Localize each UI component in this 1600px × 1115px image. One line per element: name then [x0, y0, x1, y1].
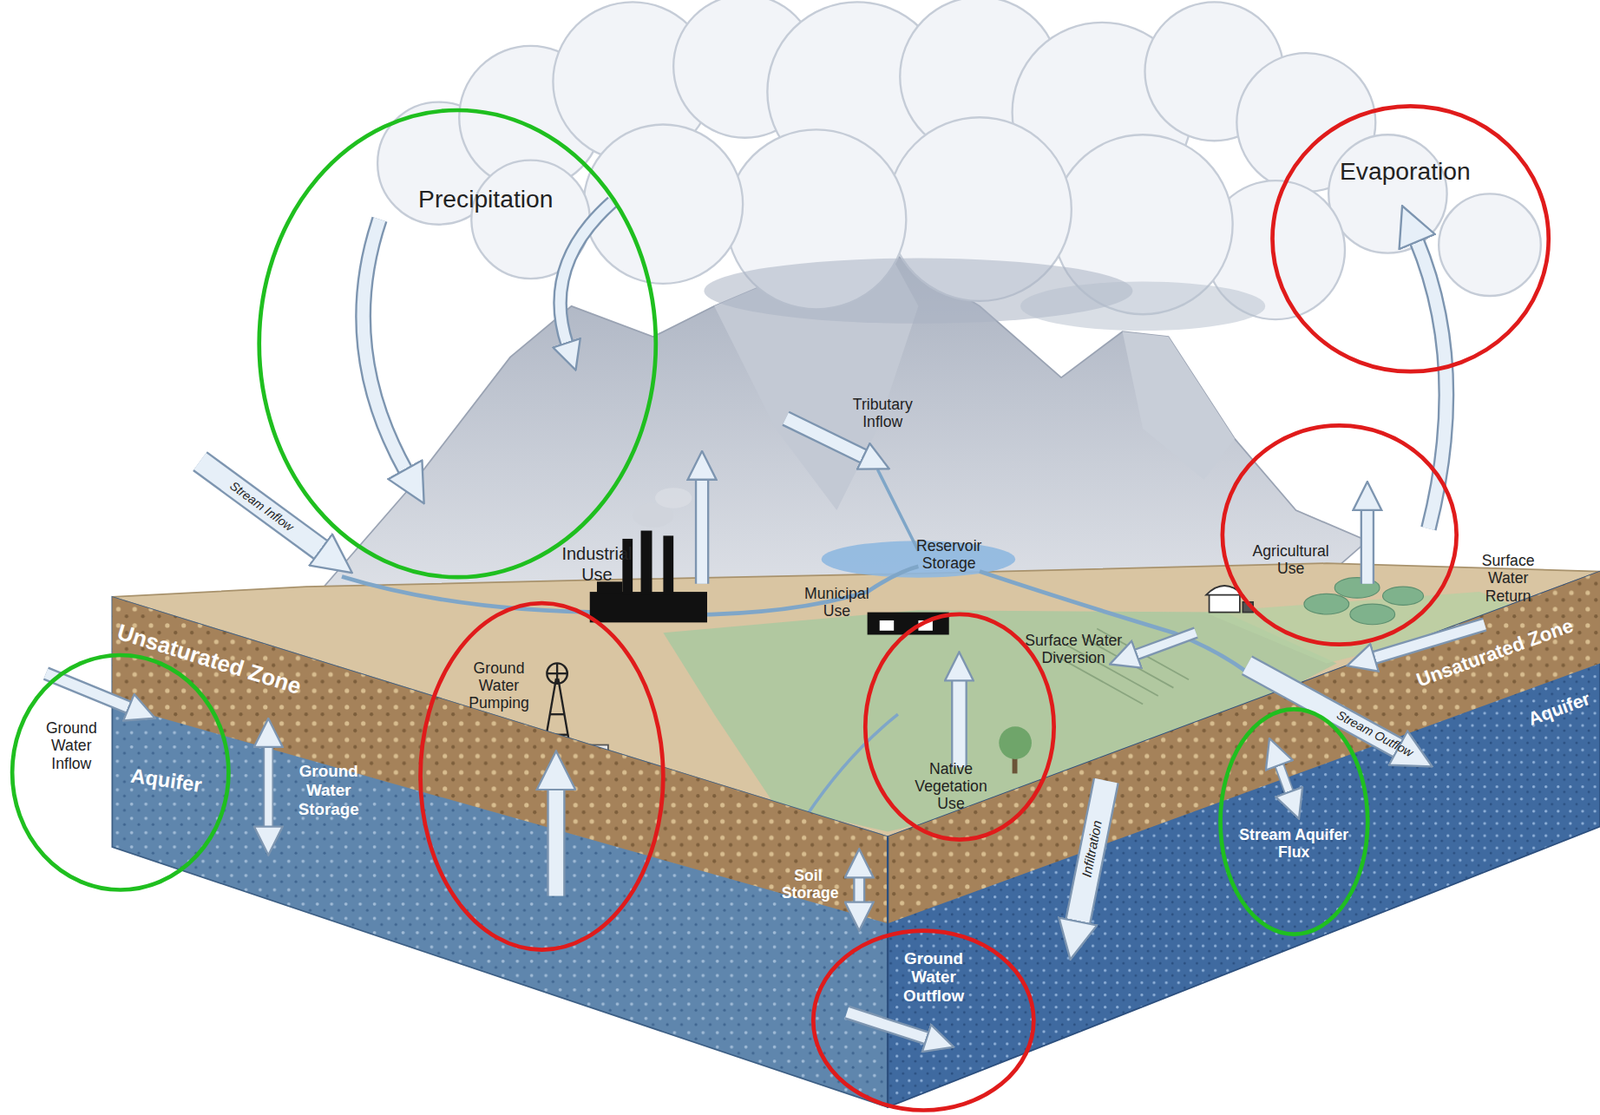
use-label: Municipal Use	[795, 584, 878, 621]
highlight-circle: Ground Water Pumping	[418, 601, 665, 952]
circle-label: Ground Water Outflow	[898, 949, 970, 1006]
circle-outline	[1220, 423, 1459, 647]
highlight-circle: Ground Water Outflow	[811, 928, 1037, 1113]
circle-outline	[1218, 707, 1370, 937]
highlight-circle: Stream Aquifer Flux	[1218, 707, 1370, 937]
circle-label: Stream Aquifer Flux	[1233, 825, 1355, 861]
circle-label: Agricultural Use	[1239, 541, 1343, 578]
use-label: Industrial Use	[550, 544, 643, 584]
circle-label: Ground Water Pumping	[462, 659, 537, 713]
flow-label: Surface Water Diversion	[1009, 631, 1138, 668]
storage-label: Reservoir Storage	[898, 536, 1001, 572]
circle-label: Native Vegetation Use	[909, 759, 993, 813]
circle-label: Precipitation	[383, 184, 588, 213]
circle-outline	[1270, 104, 1551, 374]
circle-outline	[418, 601, 665, 952]
highlight-circle: Evaporation	[1270, 104, 1551, 374]
circle-label: Ground Water Inflow	[35, 718, 107, 772]
arrow-label: Stream Inflow	[226, 479, 296, 536]
storage-label: Ground Water Storage	[288, 762, 370, 820]
circle-outline	[256, 108, 658, 580]
highlight-circle: Agricultural Use	[1220, 423, 1459, 647]
circle-label: Evaporation	[1313, 157, 1498, 185]
storage-label: Soil Storage	[781, 865, 835, 902]
flow-label: Tributary Inflow	[836, 395, 929, 432]
highlight-circle: Precipitation	[256, 108, 658, 580]
flow-label: Surface Water Return	[1472, 550, 1544, 604]
